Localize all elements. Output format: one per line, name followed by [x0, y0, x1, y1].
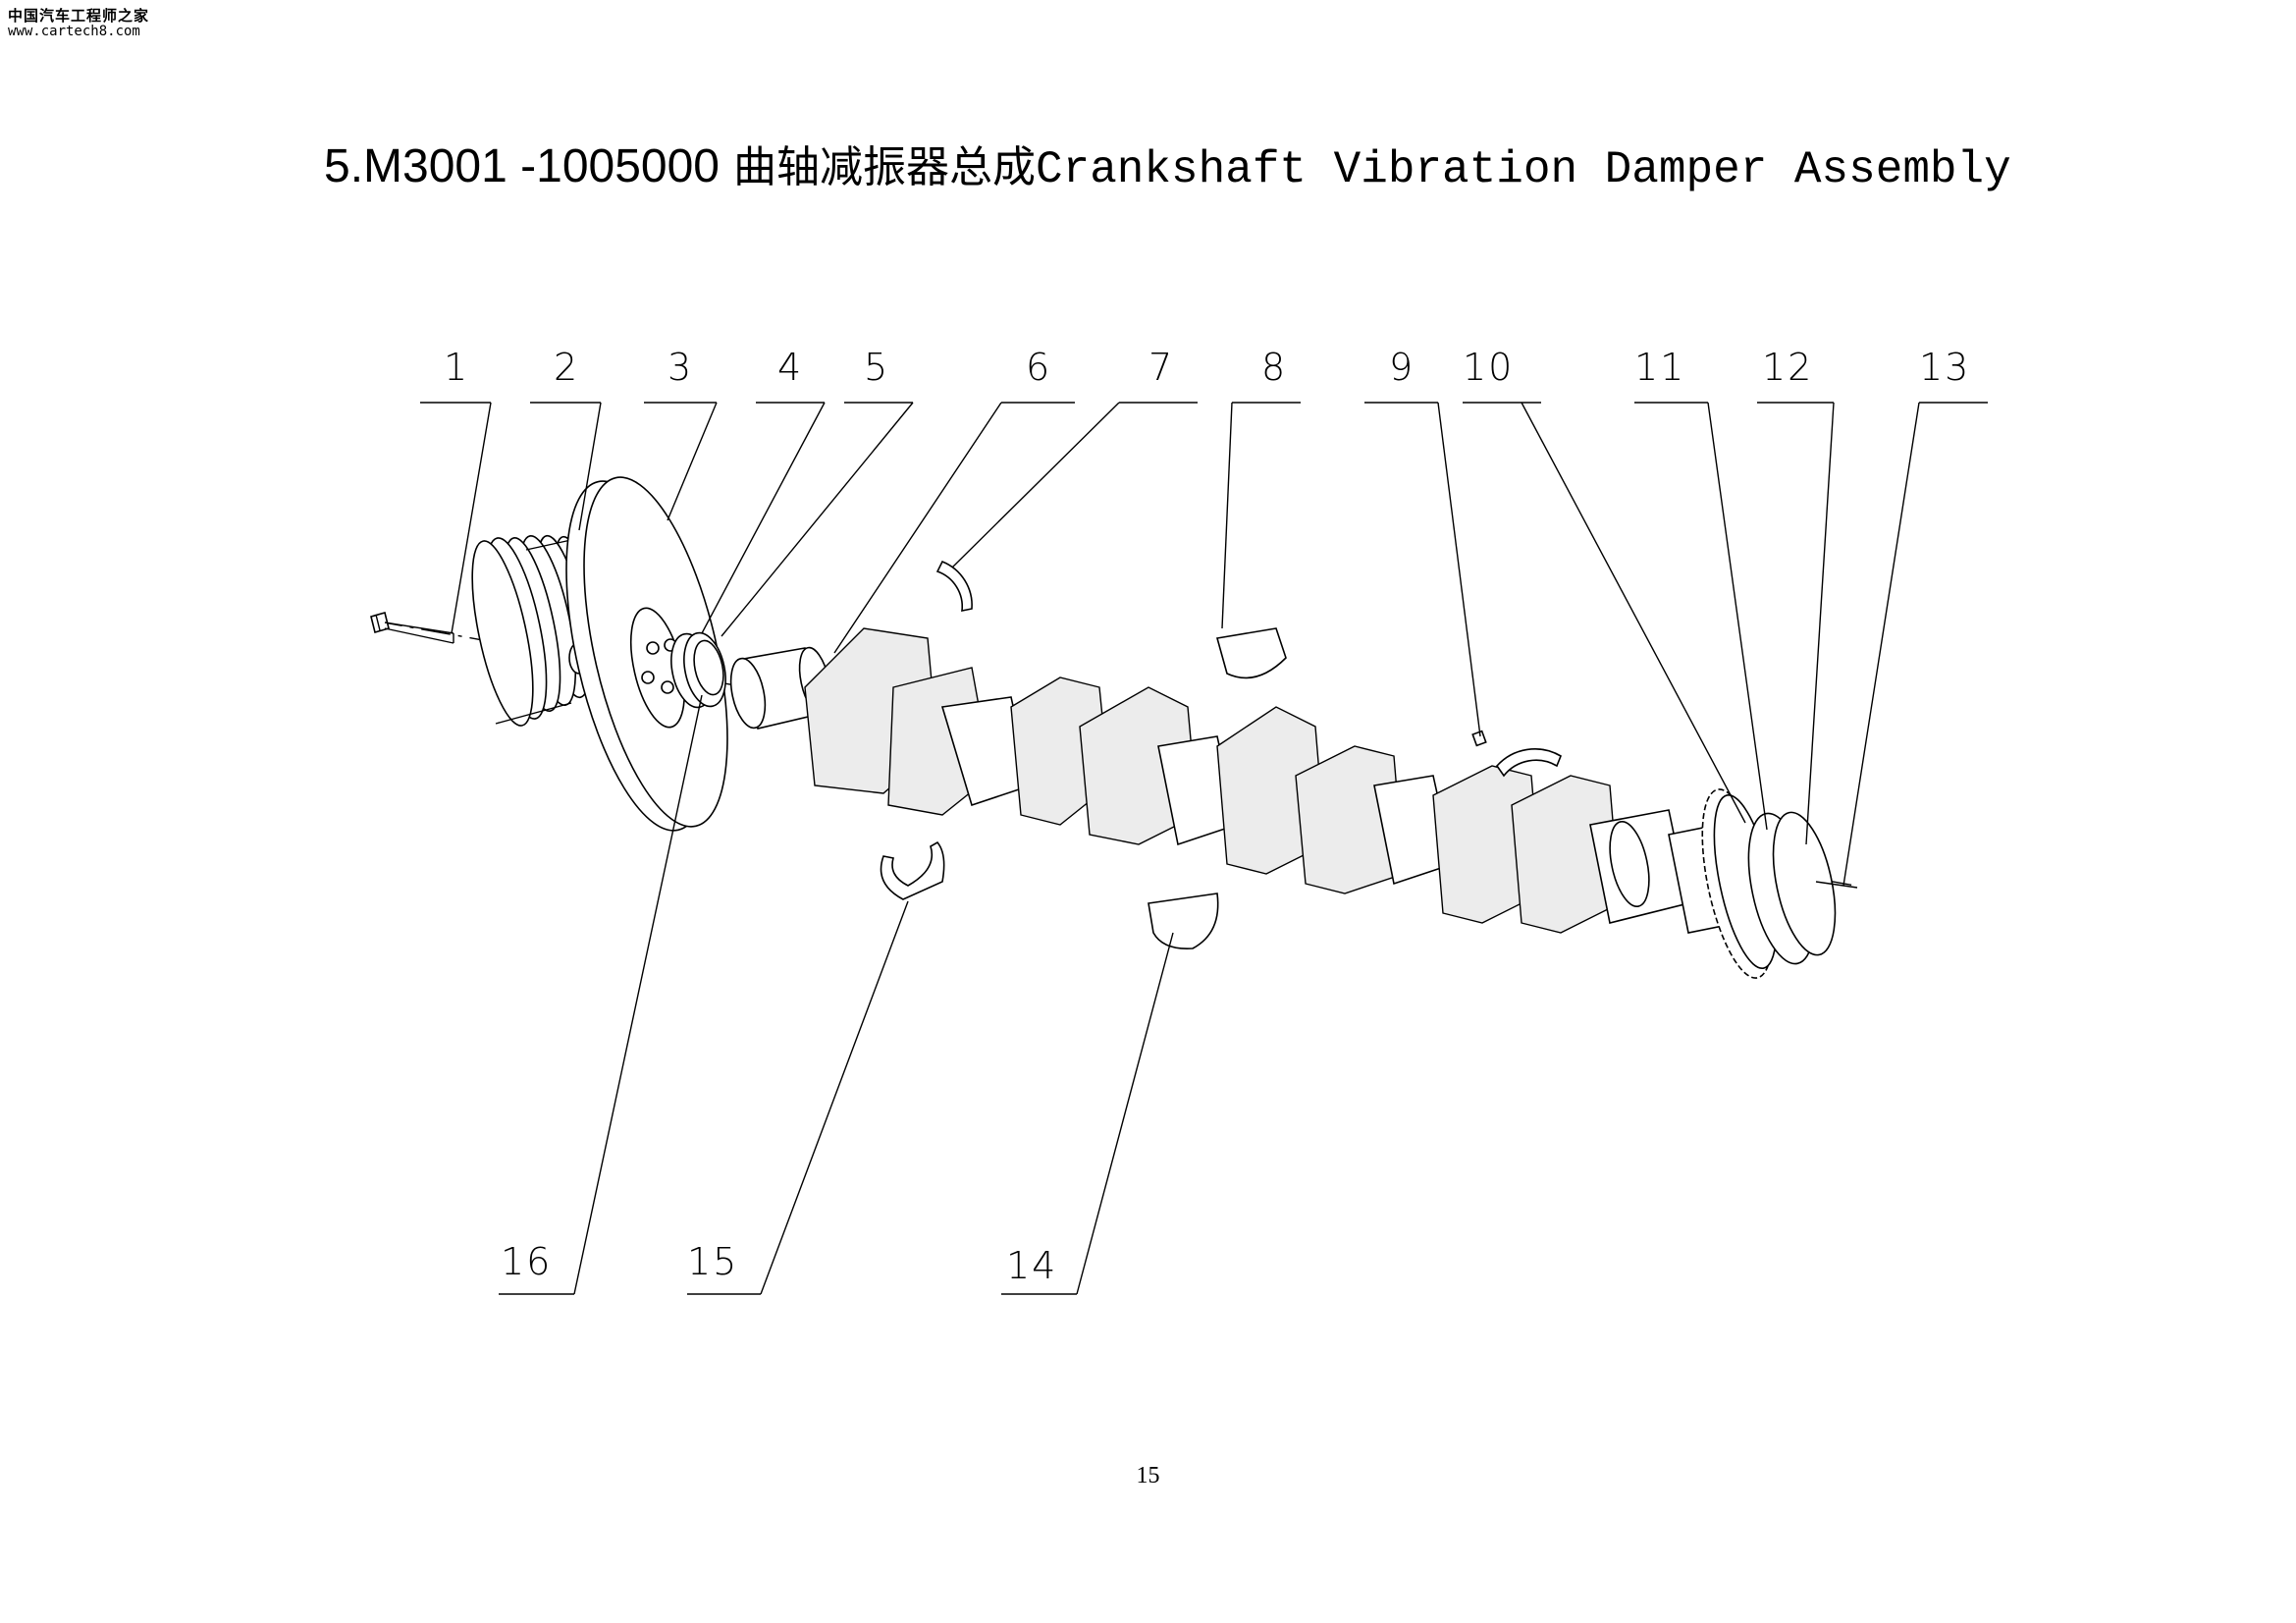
part-sleeve-ring	[670, 631, 726, 709]
callout-7: 7	[1148, 346, 1174, 389]
title-english: Crankshaft Vibration Damper Assembly	[1035, 144, 2011, 195]
part-thrust-washer-lower	[880, 840, 945, 900]
part-thrust-washer-right	[1495, 748, 1562, 778]
callout-12: 12	[1762, 346, 1813, 389]
callout-14: 14	[1006, 1244, 1057, 1287]
callout-2: 2	[554, 346, 579, 389]
part-flange-ring	[1747, 811, 1837, 965]
part-key	[1471, 730, 1487, 747]
callout-leaders	[420, 402, 1988, 1295]
callout-15: 15	[687, 1240, 738, 1283]
callout-13: 13	[1919, 346, 1970, 389]
callout-11: 11	[1634, 346, 1685, 389]
page-number: 15	[1136, 1463, 1160, 1488]
part-bearing-shell-lower	[1148, 893, 1219, 949]
callout-4: 4	[777, 346, 803, 389]
callout-16: 16	[501, 1240, 552, 1283]
watermark-site-name: 中国汽车工程师之家	[8, 7, 150, 25]
part-pin	[1815, 881, 1858, 889]
part-bolt	[370, 612, 454, 644]
part-bearing-shell-upper	[1215, 627, 1287, 679]
callout-9: 9	[1389, 346, 1415, 389]
callout-1: 1	[444, 346, 469, 389]
part-damper-disc	[565, 476, 728, 832]
callout-3: 3	[667, 346, 693, 389]
callout-10: 10	[1463, 346, 1514, 389]
callout-8: 8	[1261, 346, 1287, 389]
callout-6: 6	[1026, 346, 1051, 389]
callout-5: 5	[864, 346, 889, 389]
watermark-url: www.cartech8.com	[8, 24, 140, 39]
title-part-code: 5.M3001 -1005000	[324, 140, 720, 192]
title-chinese: 曲轴减振器总成	[732, 142, 1036, 192]
part-thrust-washer-upper	[935, 560, 973, 612]
part-crankshaft	[729, 627, 1738, 934]
